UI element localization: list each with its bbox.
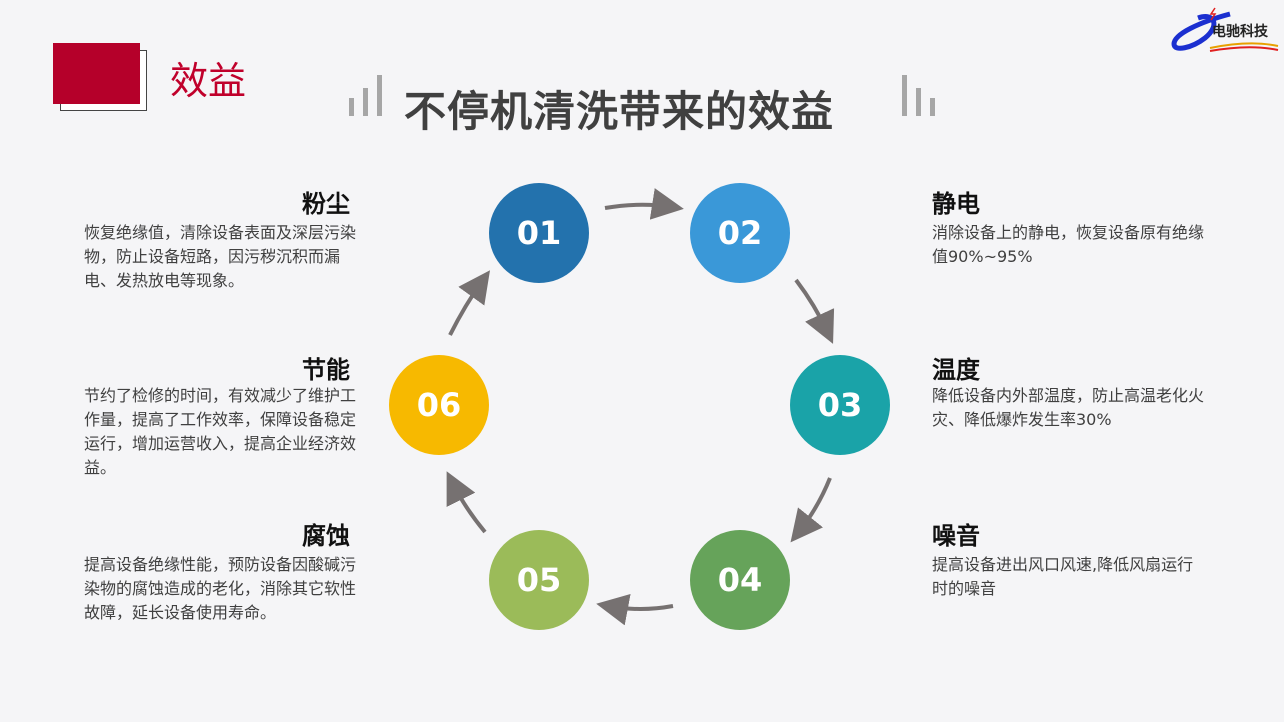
decor-bar bbox=[902, 75, 907, 116]
step-desc-06: 节约了检修的时间，有效减少了维护工作量，提高了工作效率，保障设备稳定运行，增加运… bbox=[84, 386, 357, 477]
step-circle-03: 03 bbox=[790, 355, 890, 455]
step-desc-03: 降低设备内外部温度，防止高温老化火灾、降低爆炸发生率30% bbox=[932, 386, 1205, 429]
arrow-06-01 bbox=[448, 270, 491, 336]
decor-bar bbox=[349, 98, 354, 116]
arrow-02-03 bbox=[794, 278, 835, 344]
arrow-03-04 bbox=[790, 477, 832, 543]
decor-bar bbox=[377, 75, 382, 116]
step-title-05: 腐蚀 bbox=[302, 522, 350, 550]
decor-bar bbox=[363, 88, 368, 116]
step-title-04: 噪音 bbox=[932, 522, 980, 550]
step-circle-05: 05 bbox=[489, 530, 589, 630]
step-circle-06: 06 bbox=[389, 355, 489, 455]
arrow-01-02 bbox=[604, 188, 684, 220]
step-circle-01: 01 bbox=[489, 183, 589, 283]
step-title-02: 静电 bbox=[932, 190, 980, 218]
step-circle-02: 02 bbox=[690, 183, 790, 283]
step-title-03: 温度 bbox=[932, 356, 980, 384]
decor-bar bbox=[930, 98, 935, 116]
step-desc-01: 恢复绝缘值，清除设备表面及深层污染物，防止设备短路，因污秽沉积而漏电、发热放电等… bbox=[84, 223, 357, 290]
page-title: 不停机清洗带来的效益 bbox=[404, 87, 835, 136]
step-title-01: 粉尘 bbox=[302, 190, 350, 218]
arrow-04-05 bbox=[596, 593, 674, 626]
decor-square-red bbox=[53, 43, 140, 104]
step-circle-04: 04 bbox=[690, 530, 790, 630]
decor-bar bbox=[916, 88, 921, 116]
arrow-05-06 bbox=[446, 471, 487, 534]
company-logo: 电驰科技 bbox=[1170, 4, 1280, 54]
svg-text:电驰科技: 电驰科技 bbox=[1212, 23, 1269, 40]
step-desc-04: 提高设备进出风口风速,降低风扇运行时的噪音 bbox=[932, 555, 1194, 598]
step-desc-05: 提高设备绝缘性能，预防设备因酸碱污染物的腐蚀造成的老化，消除其它软性故障，延长设… bbox=[84, 555, 357, 622]
step-desc-02: 消除设备上的静电，恢复设备原有绝缘值90%~95% bbox=[932, 223, 1205, 266]
step-title-06: 节能 bbox=[302, 356, 350, 384]
section-label: 效益 bbox=[170, 59, 247, 103]
